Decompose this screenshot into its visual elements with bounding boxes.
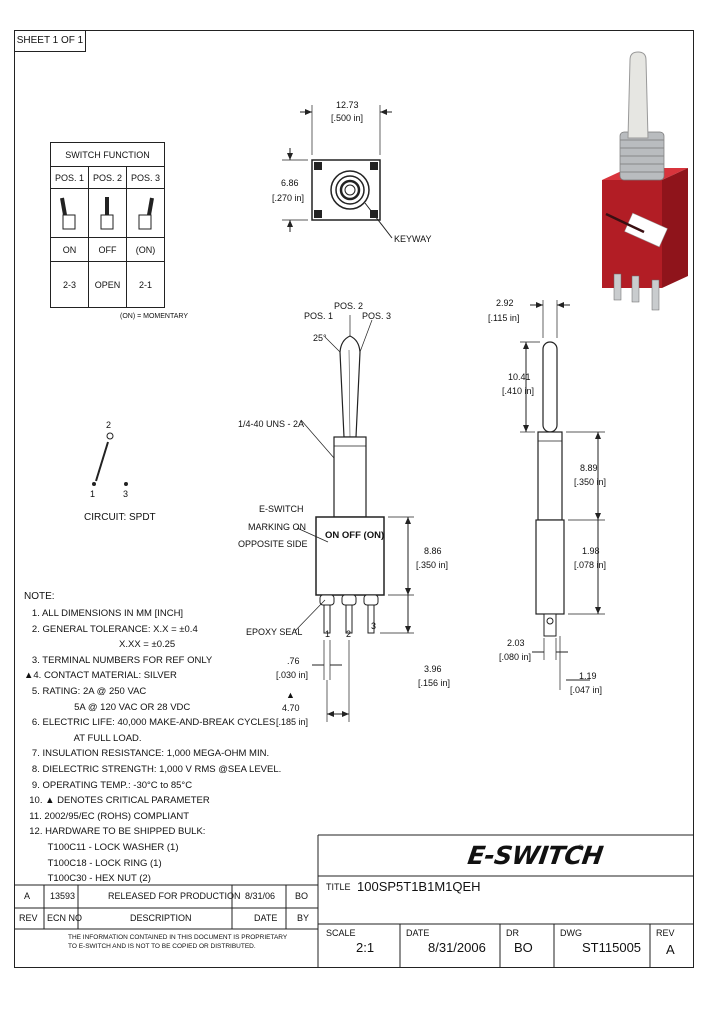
note-line: X.XX = ±0.25: [24, 639, 176, 651]
body-height-in: [.350 in]: [416, 560, 449, 570]
marking-line3: OPPOSITE SIDE: [238, 539, 308, 549]
body-thickness-in: [.078 in]: [574, 560, 607, 570]
momentary-footnote: (ON) = MOMENTARY: [120, 313, 188, 320]
top-width-in: [.500 in]: [331, 113, 364, 123]
top-height-mm: 6.86: [281, 178, 299, 188]
marking-line2: MARKING ON: [248, 522, 307, 532]
circuit-terminal-1: 1: [90, 489, 96, 499]
ecn-value: 13593: [50, 891, 76, 901]
circuit-terminal-2: 2: [106, 420, 112, 430]
bushing-height-mm: 8.89: [580, 463, 598, 473]
title-label: TITLE: [326, 882, 351, 892]
rev-date: 8/31/06: [245, 891, 276, 901]
notes-heading: NOTE:: [24, 591, 55, 602]
terminal-thickness-mm: 1.19: [579, 671, 597, 681]
lever-diameter-mm: 2.92: [496, 298, 514, 308]
lever-height-in: [.410 in]: [502, 386, 535, 396]
note-line: 12. HARDWARE TO BE SHIPPED BULK:: [24, 826, 206, 838]
lever-diameter-in: [.115 in]: [488, 313, 520, 323]
pos2-label: POS. 2: [334, 301, 364, 311]
rev-description: RELEASED FOR PRODUCTION: [108, 891, 241, 901]
top-width-mm: 12.73: [336, 100, 359, 110]
date-label: DATE: [406, 928, 430, 938]
note-line: 9. OPERATING TEMP.: -30°C to 85°C: [24, 779, 193, 791]
note-line: 11. 2002/95/EC (ROHS) COMPLIANT: [24, 810, 190, 822]
circuit-terminal-3: 3: [123, 489, 129, 499]
note-line: T100C11 - LOCK WASHER (1): [24, 841, 179, 853]
notes-list: 1. ALL DIMENSIONS IN MM [INCH] 2. GENERA…: [24, 606, 281, 887]
lever-height-mm: 10.41: [508, 372, 531, 382]
scale-value: 2:1: [356, 940, 375, 955]
thread-label: 1/4-40 UNS - 2A: [238, 419, 305, 429]
pos1-label: POS. 1: [304, 311, 334, 321]
sheet-label: SHEET 1 OF 1: [14, 30, 86, 52]
drawing-title: 100SP5T1B1M1QEH: [357, 879, 481, 894]
pitch-in: [.185 in]: [276, 717, 309, 727]
epoxy-seal-label: EPOXY SEAL: [246, 627, 303, 637]
terminal-label-3: 3: [371, 621, 377, 631]
rev-value: A: [24, 891, 31, 901]
keyway-label: KEYWAY: [394, 234, 432, 244]
hole-diameter-in: [.080 in]: [499, 652, 532, 662]
drawn-by-value: BO: [514, 940, 533, 955]
terminal-label-2: 2: [346, 629, 352, 639]
note-line: 6. ELECTRIC LIFE: 40,000 MAKE-AND-BREAK …: [24, 717, 276, 729]
circuit-cell: 2-1: [126, 261, 165, 308]
terminal-width-in: [.030 in]: [276, 670, 309, 680]
rev-value-title: A: [666, 942, 675, 957]
note-line: 1. ALL DIMENSIONS IN MM [INCH]: [24, 608, 184, 619]
date-value: 8/31/2006: [428, 940, 486, 955]
drawing-frame: [14, 30, 694, 968]
e-switch-logo: E-SWITCH: [465, 841, 605, 870]
rev-by: BO: [295, 891, 309, 901]
hole-diameter-mm: 2.03: [507, 638, 525, 648]
pos3-label: POS. 3: [362, 311, 392, 321]
hdr-rev: REV: [19, 913, 38, 923]
top-height-in: [.270 in]: [272, 193, 305, 203]
switch-function-table: SWITCH FUNCTION POS. 1 POS. 2 POS. 3 ON …: [50, 142, 165, 308]
disclaimer-2: TO E-SWITCH AND IS NOT TO BE COPIED OR D…: [68, 943, 256, 950]
dwg-value: ST115005: [582, 940, 642, 955]
note-line: T100C30 - HEX NUT (2): [24, 873, 151, 885]
note-line: 10. ▲ DENOTES CRITICAL PARAMETER: [24, 795, 210, 807]
note-line: T100C18 - LOCK RING (1): [24, 857, 162, 869]
note-line: AT FULL LOAD.: [24, 732, 142, 744]
marking-line1: E-SWITCH: [259, 504, 304, 514]
note-line: 2. GENERAL TOLERANCE: X.X = ±0.4: [24, 623, 198, 635]
note-line: 5A @ 120 VAC OR 28 VDC: [24, 701, 191, 713]
terminal-thickness-in: [.047 in]: [570, 685, 603, 695]
note-line: 7. INSULATION RESISTANCE: 1,000 MEGA-OHM…: [24, 748, 270, 760]
terminal-label-1: 1: [325, 629, 331, 639]
bushing-height-in: [.350 in]: [574, 477, 607, 487]
note-line: 3. TERMINAL NUMBERS FOR REF ONLY: [24, 654, 213, 666]
note-line: 5. RATING: 2A @ 250 VAC: [24, 685, 147, 697]
angle-label: 25°: [313, 333, 327, 343]
note-line: ▲4. CONTACT MATERIAL: SILVER: [24, 670, 177, 682]
body-height-mm: 8.86: [424, 546, 442, 556]
drawn-by-label: DR: [506, 928, 519, 938]
terminal-length-mm: 3.96: [424, 664, 442, 674]
terminal-width-mm: .76: [287, 656, 300, 666]
registered-mark: ®: [578, 845, 584, 852]
pitch-mm: 4.70: [282, 703, 300, 713]
hdr-ecn: ECN NO: [47, 913, 83, 923]
disclaimer-1: THE INFORMATION CONTAINED IN THIS DOCUME…: [68, 934, 288, 941]
body-marking: ON OFF (ON): [325, 530, 385, 541]
note-line: 8. DIELECTRIC STRENGTH: 1,000 V RMS @SEA…: [24, 763, 282, 775]
rev-label: REV: [656, 928, 675, 938]
hdr-by: BY: [297, 913, 310, 923]
circuit-cell: OPEN: [88, 261, 127, 308]
critical-triangle: ▲: [286, 690, 295, 700]
circuit-label: CIRCUIT: SPDT: [84, 512, 156, 523]
hdr-date: DATE: [254, 913, 278, 923]
terminal-length-in: [.156 in]: [418, 678, 451, 688]
body-thickness-mm: 1.98: [582, 546, 600, 556]
scale-label: SCALE: [326, 928, 356, 938]
hdr-description: DESCRIPTION: [130, 913, 192, 923]
dwg-label: DWG: [560, 928, 582, 938]
